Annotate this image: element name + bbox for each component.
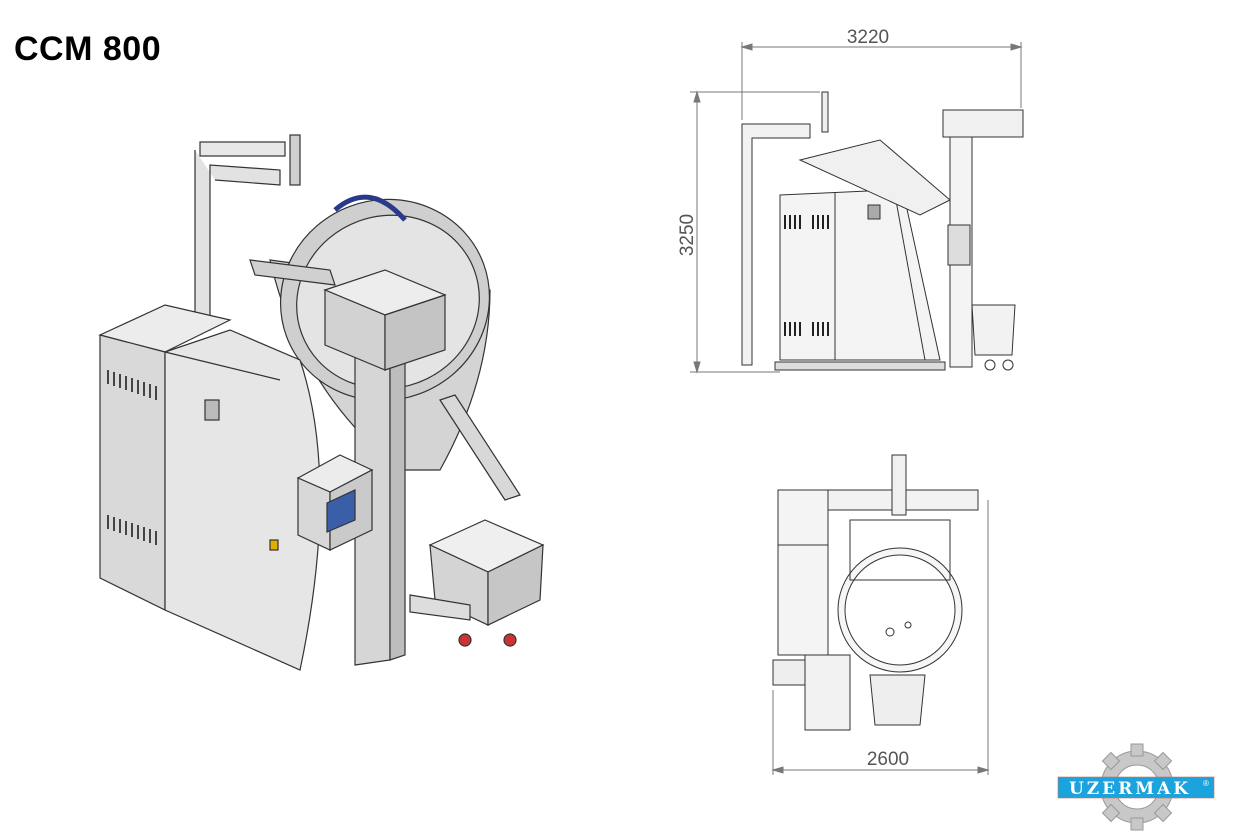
dimension-front-width-label: 2600: [867, 749, 909, 770]
dimension-lines: [690, 42, 1023, 775]
isometric-machine-view: [98, 134, 545, 671]
registered-mark: ®: [1203, 779, 1209, 788]
product-title: CCM 800: [14, 30, 162, 68]
front-elevation-view: [772, 454, 979, 731]
logo-brand-text: UZERMAK: [1069, 779, 1191, 799]
side-elevation-view: [741, 91, 1024, 371]
uzermak-logo: UZERMAK ®: [1057, 743, 1215, 831]
dimension-height-label: 3250: [677, 214, 698, 256]
dimension-width-label: 3220: [847, 27, 889, 48]
